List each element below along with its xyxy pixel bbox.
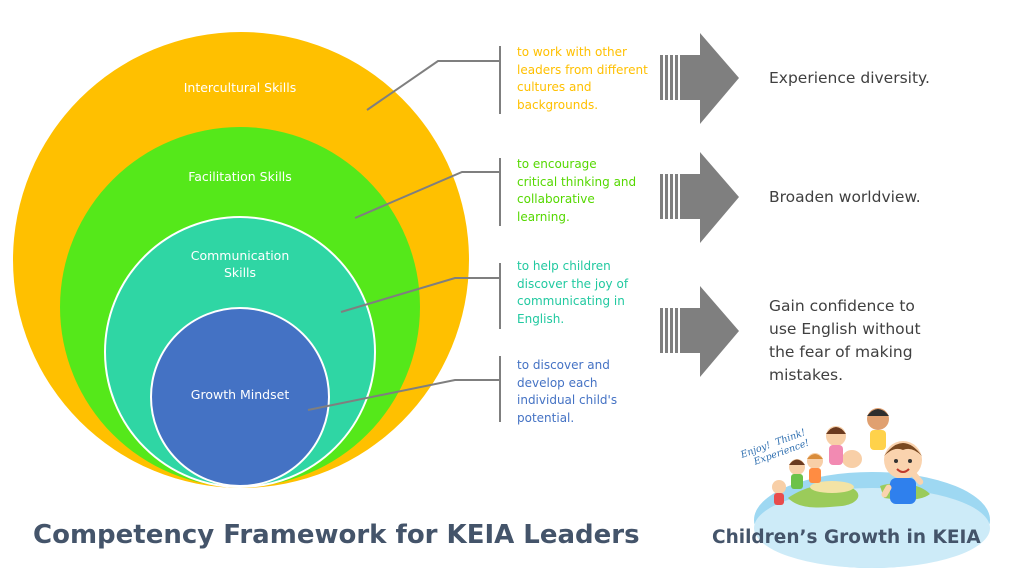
- label-growth: Growth Mindset: [191, 387, 290, 402]
- outcome-gain-confidence: Gain confidence to use English without t…: [769, 295, 1009, 387]
- children-globe-illustration: [754, 408, 990, 568]
- description-line: to work with other: [517, 45, 627, 59]
- description-line: to encourage: [517, 157, 597, 171]
- leader-line-intercultural: [366, 60, 500, 111]
- arrow-communication: [660, 286, 739, 377]
- label-facilitation: Facilitation Skills: [188, 169, 292, 184]
- description-facilitation: to encourage critical thinking and colla…: [517, 156, 659, 226]
- description-line: discover the joy of: [517, 276, 629, 291]
- description-intercultural: to work with other leaders from differen…: [517, 44, 659, 114]
- label-communication-line-2: Skills: [224, 265, 256, 280]
- side-title: Children’s Growth in KEIA: [712, 527, 981, 548]
- outcome-line: Gain confidence to: [769, 297, 915, 315]
- label-communication-line-1: Communication: [191, 248, 290, 263]
- outcome-line: use English without: [769, 320, 921, 338]
- description-line: individual child's: [517, 393, 618, 407]
- description-line: develop each: [517, 375, 598, 390]
- outcome-line: the fear of making: [769, 343, 913, 361]
- description-line: cultures and: [517, 80, 592, 94]
- outcome-line: mistakes.: [769, 366, 844, 384]
- leader-line-communication: [340, 277, 500, 313]
- description-line: backgrounds.: [517, 97, 599, 112]
- description-line: learning.: [517, 209, 570, 224]
- description-line: collaborative: [517, 192, 595, 206]
- leader-line-facilitation: [354, 171, 500, 219]
- description-line: leaders from different: [517, 62, 648, 77]
- label-intercultural: Intercultural Skills: [184, 80, 297, 95]
- description-line: English.: [517, 311, 565, 326]
- leader-line-growth: [307, 379, 500, 411]
- circle-growth: [150, 307, 330, 487]
- description-line: potential.: [517, 410, 575, 425]
- arrow-intercultural: [660, 33, 739, 124]
- outcome-experience-diversity: Experience diversity.: [769, 69, 930, 87]
- main-title: Competency Framework for KEIA Leaders: [33, 520, 640, 550]
- description-communication: to help children discover the joy of com…: [517, 258, 659, 328]
- outcome-broaden-worldview: Broaden worldview.: [769, 188, 921, 206]
- description-line: critical thinking and: [517, 174, 637, 189]
- description-growth: to discover and develop each individual …: [517, 357, 659, 427]
- arrow-facilitation: [660, 152, 739, 243]
- description-line: to discover and: [517, 358, 610, 372]
- description-line: communicating in: [517, 294, 625, 308]
- description-line: to help children: [517, 259, 611, 273]
